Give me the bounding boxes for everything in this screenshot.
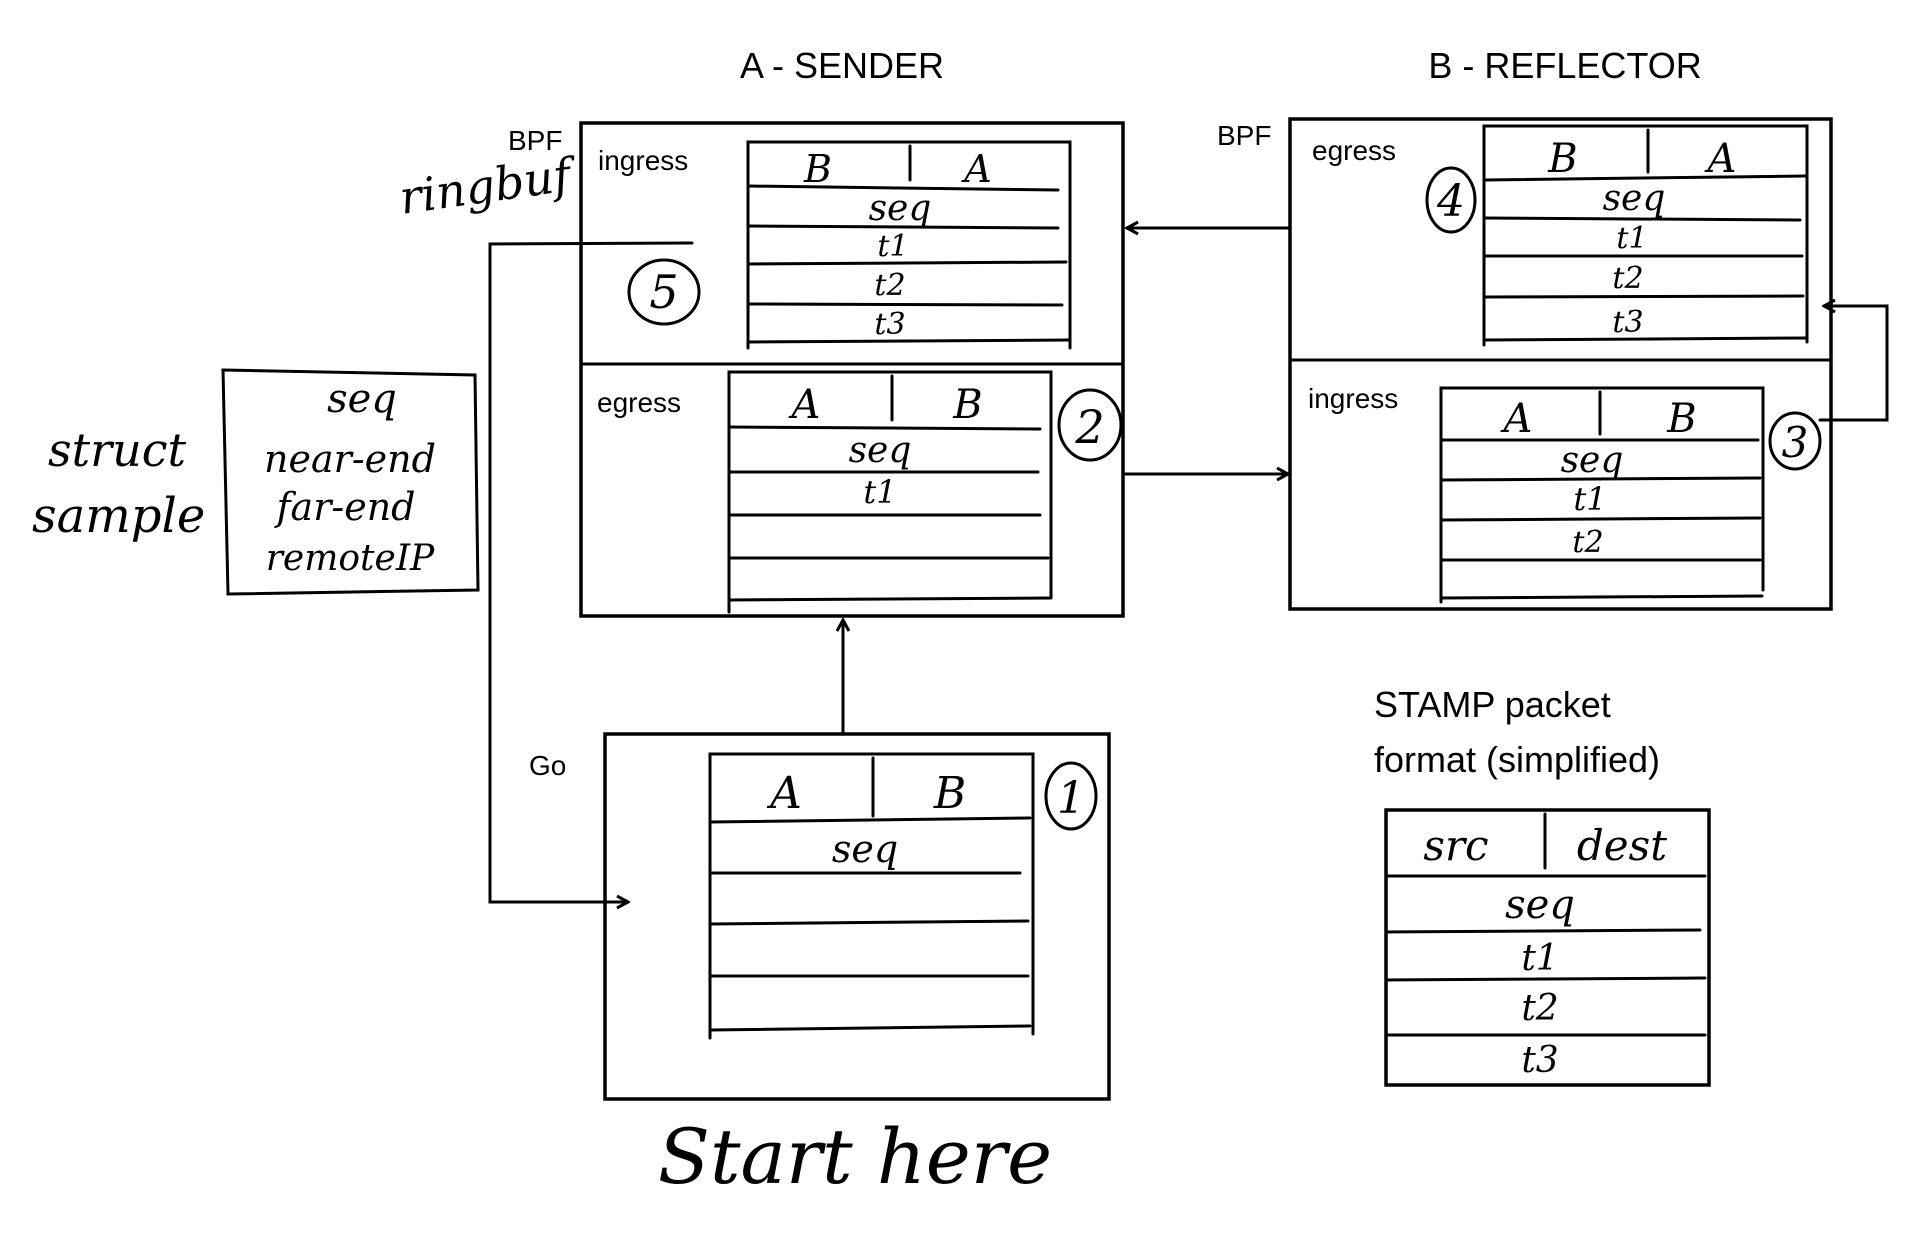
packet-row-t3: t3 <box>1612 305 1643 340</box>
packet-dst: A <box>961 147 991 191</box>
reflector-egress-packet: B A seq t1 t2 t3 <box>1482 124 1809 347</box>
stamp-row-t1: t1 <box>1521 938 1558 979</box>
reflector-ingress-packet: A B seq t1 t2 <box>1439 386 1765 604</box>
stamp-caption-line1: STAMP packet <box>1374 684 1611 725</box>
packet-row-t2: t2 <box>1572 525 1603 560</box>
sender-egress-label: egress <box>597 387 681 418</box>
go-label: Go <box>529 750 566 781</box>
stamp-row-t3: t3 <box>1521 1040 1558 1081</box>
struct-sample-box: seq near-end far-end remoteIP <box>221 368 480 596</box>
packet-dst: B <box>933 768 966 819</box>
stamp-caption-line2: format (simplified) <box>1374 739 1660 780</box>
stamp-header-src: src <box>1423 821 1488 870</box>
bpf-sender-label: BPF <box>508 125 562 156</box>
stamp-row-seq: seq <box>1505 882 1575 928</box>
packet-src: B <box>803 147 832 191</box>
packet-dst: B <box>952 382 982 428</box>
arrow-reflector-loopback <box>1818 306 1889 422</box>
sender-bpf-box <box>579 121 1125 618</box>
ringbuf-label: ringbuf <box>396 147 581 225</box>
sender-ingress-label: ingress <box>598 145 688 176</box>
bpf-reflector-label: BPF <box>1217 120 1271 151</box>
ringbuf-arrow <box>488 241 694 902</box>
go-packet: A B seq <box>708 752 1035 1040</box>
sender-ingress-packet: B A seq t1 t2 t3 <box>746 140 1072 350</box>
stamp-header-dst: dest <box>1577 821 1667 870</box>
packet-dst: B <box>1666 396 1696 442</box>
packet-row-t2: t2 <box>1612 261 1643 296</box>
packet-row-seq: seq <box>869 188 932 229</box>
sender-title: A - SENDER <box>740 45 944 86</box>
packet-row-t1: t1 <box>877 229 908 264</box>
step-5-marker: 5 <box>627 258 701 326</box>
struct-field-near-end: near-end <box>264 437 436 481</box>
stamp-row-t2: t2 <box>1521 988 1558 1029</box>
packet-src: A <box>788 382 821 428</box>
start-here-label: Start here <box>658 1112 1052 1201</box>
sender-egress-packet: A B seq t1 <box>727 370 1053 614</box>
struct-field-seq: seq <box>327 376 397 422</box>
packet-src: A <box>1500 396 1533 442</box>
packet-row-seq: seq <box>832 827 898 871</box>
reflector-title: B - REFLECTOR <box>1428 45 1701 86</box>
step-4-number: 4 <box>1436 176 1465 227</box>
step-2-number: 2 <box>1074 400 1104 454</box>
packet-row-seq: seq <box>849 430 912 471</box>
packet-row-t1: t1 <box>863 473 896 511</box>
packet-row-t3: t3 <box>874 307 905 342</box>
packet-src: B <box>1547 136 1577 182</box>
packet-row-seq: seq <box>1603 178 1666 219</box>
reflector-bpf-box <box>1288 117 1833 611</box>
reflector-ingress-label: ingress <box>1308 383 1398 414</box>
packet-row-seq: seq <box>1561 440 1624 481</box>
step-2-marker: 2 <box>1057 388 1123 462</box>
packet-row-t1: t1 <box>1573 480 1606 518</box>
packet-src: A <box>766 768 802 819</box>
sample-label: sample <box>32 488 205 544</box>
reflector-egress-label: egress <box>1312 135 1396 166</box>
step-3-marker: 3 <box>1768 411 1822 471</box>
step-1-marker: 1 <box>1044 761 1098 831</box>
step-1-number: 1 <box>1057 773 1085 824</box>
step-5-number: 5 <box>649 265 678 319</box>
struct-field-remote-ip: remoteIP <box>266 538 435 579</box>
go-program-box <box>603 732 1111 1101</box>
packet-dst: A <box>1704 136 1737 182</box>
packet-row-t1: t1 <box>1616 221 1647 256</box>
step-4-marker: 4 <box>1425 166 1477 234</box>
stamp-format-table: src dest seq t1 t2 t3 <box>1384 808 1711 1087</box>
step-3-number: 3 <box>1782 418 1809 467</box>
packet-row-t2: t2 <box>874 268 905 303</box>
struct-label: struct <box>48 423 186 477</box>
struct-field-far-end: far-end <box>273 485 415 529</box>
